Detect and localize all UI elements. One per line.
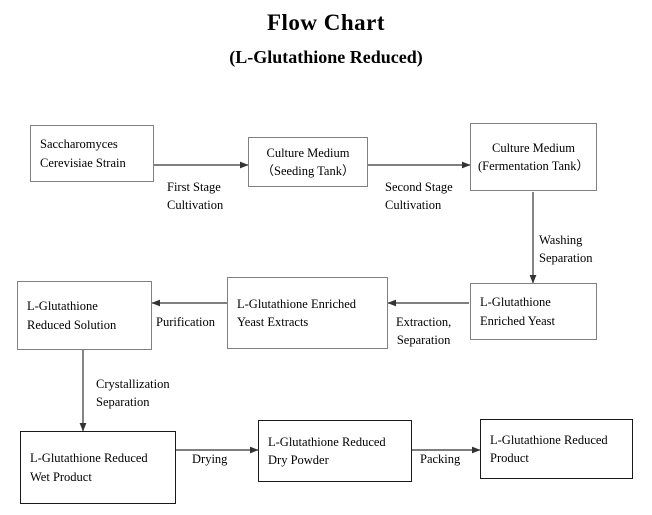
node-l-glutathione-enriched-yeast[interactable]: L-Glutathione Enriched Yeast bbox=[470, 283, 597, 340]
node-culture-medium-seeding-tank[interactable]: Culture Medium （Seeding Tank） bbox=[248, 137, 368, 187]
edge-label-purification: Purification bbox=[156, 315, 216, 329]
node-l-glutathione-reduced-dry-powder[interactable]: L-Glutathione Reduced Dry Powder bbox=[258, 420, 412, 482]
node-l-glutathione-reduced-product[interactable]: L-Glutathione Reduced Product bbox=[480, 419, 633, 479]
edge-label-second-stage-cultivation: Second Stage Cultivation bbox=[385, 180, 453, 213]
node-label: L-Glutathione Enriched Yeast bbox=[480, 295, 555, 328]
node-label: Saccharomyces Cerevisiae Strain bbox=[40, 137, 126, 170]
node-l-glutathione-enriched-yeast-extracts[interactable]: L-Glutathione Enriched Yeast Extracts bbox=[227, 277, 388, 349]
node-label: L-Glutathione Reduced Wet Product bbox=[30, 451, 148, 484]
page-title: Flow Chart bbox=[266, 10, 386, 35]
node-label: L-Glutathione Reduced Product bbox=[490, 432, 608, 465]
edge-label-extraction-separation: Extraction, Separation bbox=[396, 315, 452, 348]
edge-label-crystallization-separation: Crystallization Separation bbox=[96, 377, 170, 410]
node-saccharomyces-cerevisiae-strain[interactable]: Saccharomyces Cerevisiae Strain bbox=[30, 125, 154, 182]
edge-label-washing-separation: Washing Separation bbox=[539, 233, 593, 266]
node-culture-medium-fermentation-tank[interactable]: Culture Medium (Fermentation Tank） bbox=[470, 123, 597, 191]
edge-label-first-stage-cultivation: First Stage Cultivation bbox=[167, 180, 224, 213]
node-label: L-Glutathione Reduced Dry Powder bbox=[268, 434, 386, 467]
page-subtitle: (L-Glutathione Reduced) bbox=[229, 47, 423, 67]
edge-label-drying: Drying bbox=[192, 452, 228, 466]
node-label: Culture Medium （Seeding Tank） bbox=[261, 145, 355, 178]
edge-label-packing: Packing bbox=[420, 452, 461, 466]
node-l-glutathione-reduced-solution[interactable]: L-Glutathione Reduced Solution bbox=[17, 281, 152, 350]
node-label: Culture Medium (Fermentation Tank） bbox=[477, 140, 590, 173]
node-label: L-Glutathione Enriched Yeast Extracts bbox=[237, 296, 357, 329]
node-label: L-Glutathione Reduced Solution bbox=[27, 299, 117, 332]
node-l-glutathione-reduced-wet-product[interactable]: L-Glutathione Reduced Wet Product bbox=[20, 431, 176, 504]
